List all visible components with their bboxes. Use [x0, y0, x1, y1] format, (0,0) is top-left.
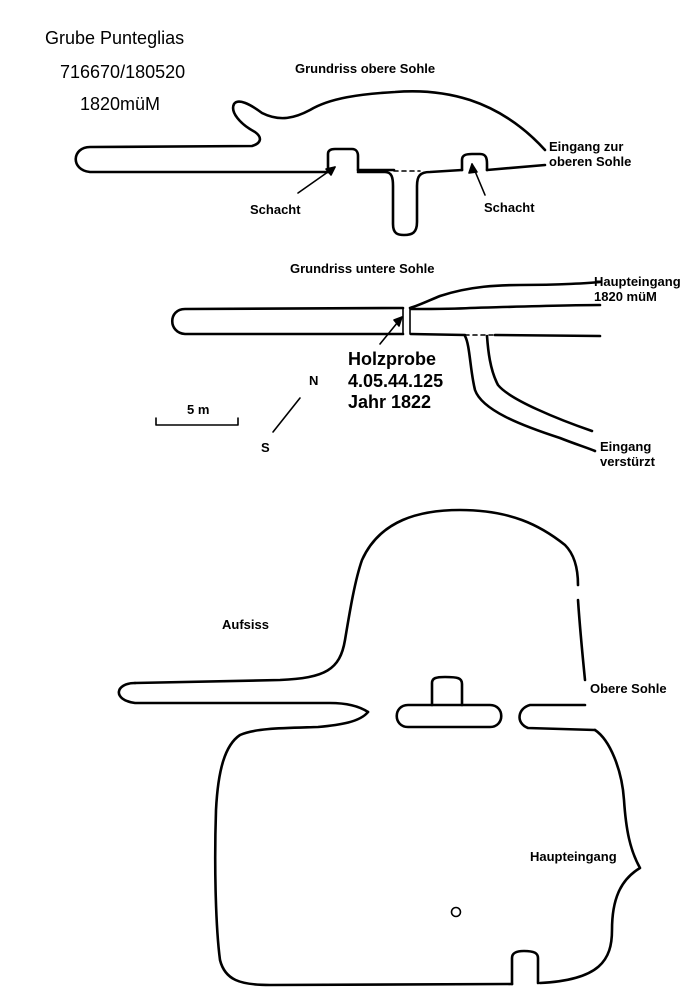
schacht-left-arrowhead	[325, 166, 336, 176]
lower-level-outline-bottom-end	[493, 333, 602, 338]
lower-level-outline-bottom	[409, 332, 467, 337]
mine-altitude: 1820müM	[80, 94, 161, 114]
upper-level-label: Obere Sohle	[590, 681, 667, 696]
elevation-lower-chamber-right	[538, 728, 642, 985]
elevation-title: Aufsiss	[222, 617, 269, 632]
upper-left-shaft	[326, 147, 360, 174]
north-south-line	[272, 397, 301, 433]
elevation-outline-arch-right	[576, 598, 587, 682]
elevation-right-stub	[518, 703, 597, 732]
upper-plan-title: Grundriss obere Sohle	[295, 61, 436, 76]
upper-entrance-label: Eingang zur oberen Sohle	[549, 139, 632, 169]
mine-name: Grube Punteglias	[45, 28, 185, 48]
collapsed-branch-left	[463, 334, 597, 453]
south-label: S	[261, 440, 270, 455]
north-label: N	[309, 373, 319, 388]
elevation-bottom-stub	[510, 949, 540, 986]
elevation-main-entrance-label: Haupteingang	[530, 849, 617, 864]
schacht-right-label: Schacht	[484, 200, 535, 215]
upper-level-outline-end	[485, 163, 547, 172]
lower-level-plan	[155, 280, 602, 453]
lower-level-outline-top	[170, 306, 405, 336]
wood-sample-arrowhead	[393, 316, 403, 327]
mine-coordinates: 716670/180520	[60, 62, 186, 82]
elevation-outline-main	[117, 681, 370, 714]
wood-sample-label: Holzprobe 4.05.44.125 Jahr 1822	[348, 349, 444, 413]
collapsed-entrance-label: Eingang verstürzt	[600, 439, 655, 469]
scale-label: 5 m	[187, 402, 210, 417]
elevation-upper-stub	[430, 675, 464, 707]
collapsed-branch-right	[485, 334, 594, 433]
main-entrance-label: Haupteingang 1820 müM	[594, 274, 681, 304]
elevation-outline-arch	[133, 508, 580, 685]
upper-level-plan	[74, 89, 547, 237]
elevation-lower-chamber	[213, 710, 514, 987]
schacht-right-arrowhead	[468, 163, 478, 174]
elevation-circle-marker	[450, 906, 462, 918]
upper-level-outline-top	[74, 89, 547, 174]
elevation-section	[117, 508, 642, 987]
lower-level-outline-right	[408, 280, 602, 310]
upper-level-side-branch	[356, 168, 464, 237]
scale-bar	[155, 417, 239, 426]
lower-level-outline-right2	[409, 303, 602, 311]
schacht-left-label: Schacht	[250, 202, 301, 217]
upper-right-shaft	[460, 152, 489, 172]
lower-plan-title: Grundriss untere Sohle	[290, 261, 435, 276]
elevation-middle-block	[395, 703, 503, 729]
